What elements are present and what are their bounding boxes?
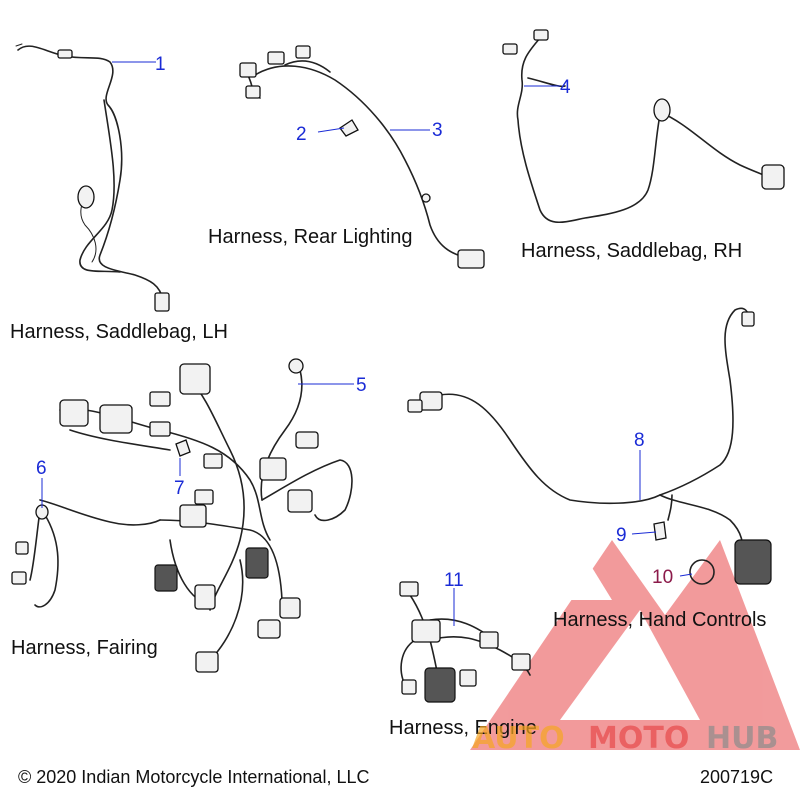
watermark-triangle-inner <box>560 610 700 720</box>
callout-2[interactable]: 2 <box>296 124 307 145</box>
copyright-notice: © 2020 Indian Motorcycle International, … <box>18 767 369 787</box>
caption-saddlebag-rh: Harness, Saddlebag, RH <box>521 240 742 262</box>
harness-rear-lighting[interactable] <box>239 45 485 269</box>
watermark-word-auto: AUTO <box>472 721 565 756</box>
harness-fairing[interactable] <box>59 358 353 673</box>
callout-10[interactable]: 10 <box>652 567 673 588</box>
callout-1[interactable]: 1 <box>155 54 166 75</box>
callout-9[interactable]: 9 <box>616 525 627 546</box>
callout-8[interactable]: 8 <box>634 430 645 451</box>
callout-11[interactable]: 11 <box>444 570 464 591</box>
callout-4[interactable]: 4 <box>560 77 571 98</box>
watermark-word-hub: HUB <box>706 721 778 756</box>
harness-hand-controls[interactable] <box>407 307 772 585</box>
callout-6[interactable]: 6 <box>36 458 47 479</box>
callout-leaders <box>41 61 693 626</box>
caption-fairing: Harness, Fairing <box>11 637 158 659</box>
harness-fairing-branch-6[interactable] <box>11 499 161 608</box>
watermark-text: AUTO MOTO HUB <box>472 721 778 756</box>
harness-saddlebag-lh[interactable] <box>15 43 170 312</box>
caption-rear-lighting: Harness, Rear Lighting <box>208 226 413 248</box>
callout-5[interactable]: 5 <box>356 375 367 396</box>
caption-saddlebag-lh: Harness, Saddlebag, LH <box>10 321 228 343</box>
caption-hand-controls: Harness, Hand Controls <box>553 609 766 631</box>
watermark-triangle-cut <box>545 548 612 600</box>
watermark-word-moto: MOTO <box>588 721 689 756</box>
watermark-logo <box>470 540 800 750</box>
harness-engine[interactable] <box>399 581 531 703</box>
callout-3[interactable]: 3 <box>432 120 443 141</box>
caption-engine: Harness, Engine <box>389 717 537 739</box>
harness-saddlebag-rh[interactable] <box>502 29 785 224</box>
diagram-code: 200719C <box>700 767 773 787</box>
callout-7[interactable]: 7 <box>174 478 185 499</box>
